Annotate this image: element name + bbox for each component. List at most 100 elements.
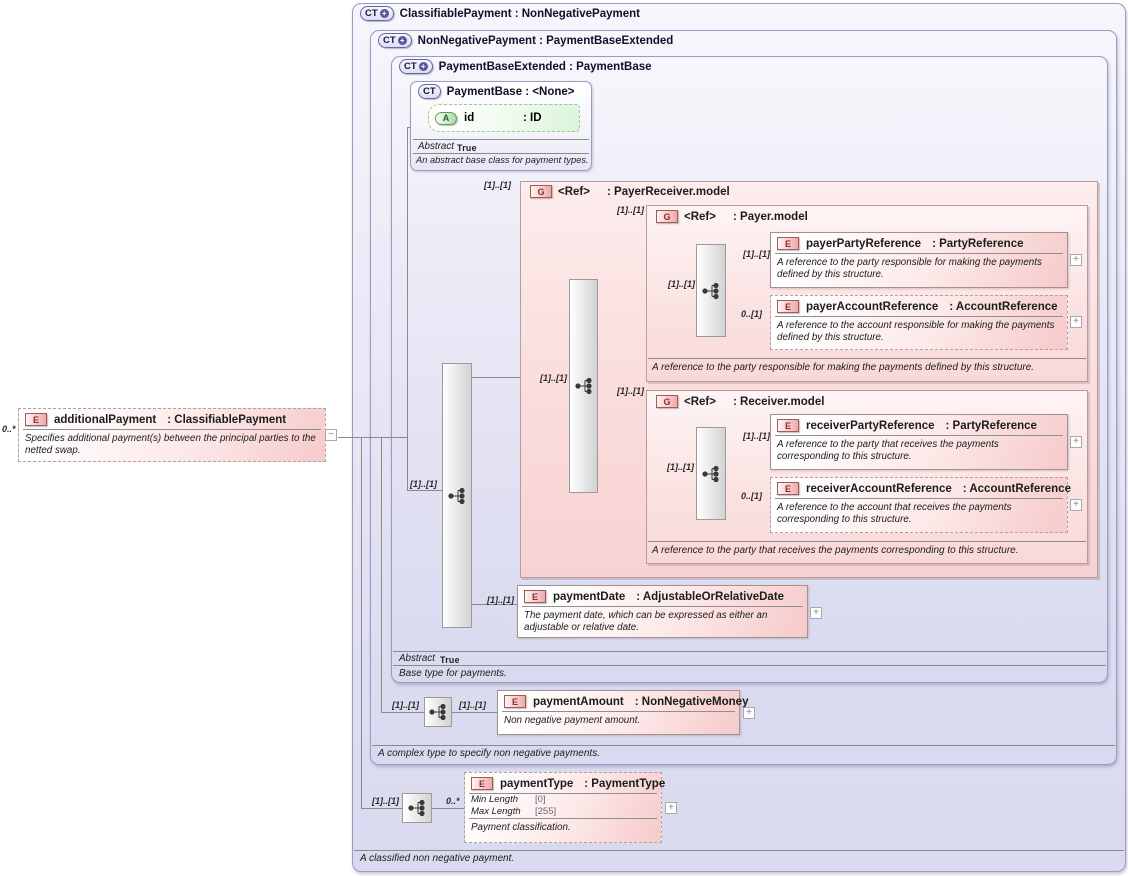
- complex-type-icon: CT: [418, 84, 441, 99]
- element-icon: E: [777, 482, 799, 495]
- element-type: : PaymentType: [584, 777, 666, 790]
- element-name: receiverPartyReference: [806, 419, 935, 432]
- cardinality-label: 0..[1]: [741, 309, 763, 319]
- cardinality-label: 0..[1]: [741, 491, 763, 501]
- element-name: payerAccountReference: [806, 300, 939, 313]
- element-description: Specifies additional payment(s) between …: [25, 433, 316, 456]
- divider: [23, 429, 321, 430]
- connector-line: [361, 437, 362, 808]
- divider: [354, 850, 1124, 851]
- divider: [648, 358, 1086, 359]
- divider: [502, 711, 735, 712]
- expand-button[interactable]: +: [665, 802, 677, 814]
- cardinality-label: [1]..[1]: [372, 796, 399, 806]
- expand-button[interactable]: +: [1070, 499, 1082, 511]
- expand-button[interactable]: +: [1070, 254, 1082, 266]
- cardinality-label: [1]..[1]: [484, 180, 511, 190]
- element-type: : PartyReference: [932, 237, 1024, 250]
- sequence-icon: [448, 487, 465, 504]
- expand-button[interactable]: +: [810, 607, 822, 619]
- type-annotation: Base type for payments.: [399, 668, 507, 679]
- element-description: A reference to the account that receives…: [777, 502, 1012, 525]
- ct-icon-label: CT: [404, 61, 417, 72]
- divider: [775, 316, 1063, 317]
- divider: [775, 435, 1063, 436]
- cardinality-label: [1]..[1]: [743, 431, 770, 441]
- plus-circle-icon: +: [379, 9, 389, 18]
- divider: [469, 793, 657, 794]
- connector-line: [381, 437, 382, 712]
- ct-icon-label: CT: [365, 8, 378, 19]
- abstract-label: Abstract: [399, 653, 435, 664]
- complex-type-extension-icon: CT+: [399, 59, 433, 74]
- attribute-name: id: [464, 112, 475, 124]
- type-annotation: An abstract base class for payment types…: [416, 155, 589, 165]
- cardinality-label: [1]..[1]: [487, 595, 514, 605]
- group-annotation: A reference to the party responsible for…: [652, 362, 1035, 373]
- connector-line: [407, 127, 411, 128]
- cardinality-label: [1]..[1]: [540, 373, 567, 383]
- attribute-type: : ID: [523, 112, 542, 124]
- complex-type-extension-icon: CT+: [360, 6, 394, 21]
- cardinality-label: [1]..[1]: [668, 279, 695, 289]
- group-type: : Payer.model: [733, 210, 808, 223]
- cardinality-label: 0..*: [2, 424, 16, 434]
- abstract-label: Abstract: [418, 141, 454, 152]
- cardinality-label: [1]..[1]: [459, 700, 486, 710]
- element-description: The payment date, which can be expressed…: [524, 610, 768, 633]
- element-name: paymentType: [500, 777, 574, 790]
- sequence-bar: [696, 427, 726, 520]
- divider: [413, 153, 589, 154]
- group-name: <Ref>: [684, 210, 716, 223]
- connector-line: [407, 127, 408, 490]
- attribute-id[interactable]: A id : ID: [428, 104, 580, 132]
- abstract-value: True: [457, 143, 477, 153]
- divider: [393, 651, 1106, 652]
- collapse-button[interactable]: −: [325, 429, 337, 441]
- facet-value: [255]: [535, 805, 557, 817]
- expand-button[interactable]: +: [1070, 436, 1082, 448]
- type-title: NonNegativePayment : PaymentBaseExtended: [417, 34, 674, 47]
- cardinality-label: [1]..[1]: [617, 386, 644, 396]
- sequence-icon-box: [402, 793, 432, 823]
- element-type: : PartyReference: [945, 419, 1037, 432]
- element-description: A reference to the party that receives t…: [777, 439, 999, 462]
- expand-button[interactable]: +: [743, 707, 755, 719]
- plus-circle-icon: +: [397, 36, 407, 45]
- ct-icon-label: CT: [423, 86, 436, 97]
- connector-line: [407, 490, 442, 491]
- element-type: : ClassifiablePayment: [167, 413, 287, 426]
- connector-line: [381, 712, 424, 713]
- divider: [775, 253, 1063, 254]
- cardinality-label: [1]..[1]: [667, 462, 694, 472]
- sequence-icon: [702, 282, 719, 299]
- cardinality-label: [1]..[1]: [410, 479, 437, 489]
- ct-icon-label: CT: [383, 35, 396, 46]
- sequence-icon-box: [424, 697, 452, 727]
- element-name: paymentDate: [553, 590, 626, 603]
- facet-label: Min Length: [471, 794, 519, 805]
- expand-button[interactable]: +: [1070, 316, 1082, 328]
- sequence-bar: [569, 279, 598, 493]
- sequence-bar: [696, 244, 726, 337]
- connector-line: [452, 712, 497, 713]
- element-icon: E: [524, 590, 546, 603]
- divider: [522, 606, 803, 607]
- cardinality-label: [1]..[1]: [617, 205, 644, 215]
- divider: [413, 139, 589, 140]
- facet-value: [0]: [535, 794, 546, 805]
- sequence-bar: [442, 363, 472, 628]
- group-type: : PayerReceiver.model: [607, 185, 730, 198]
- type-annotation: A complex type to specify non negative p…: [378, 748, 600, 759]
- divider: [648, 541, 1086, 542]
- attribute-icon: A: [435, 111, 457, 125]
- element-icon: E: [777, 237, 799, 250]
